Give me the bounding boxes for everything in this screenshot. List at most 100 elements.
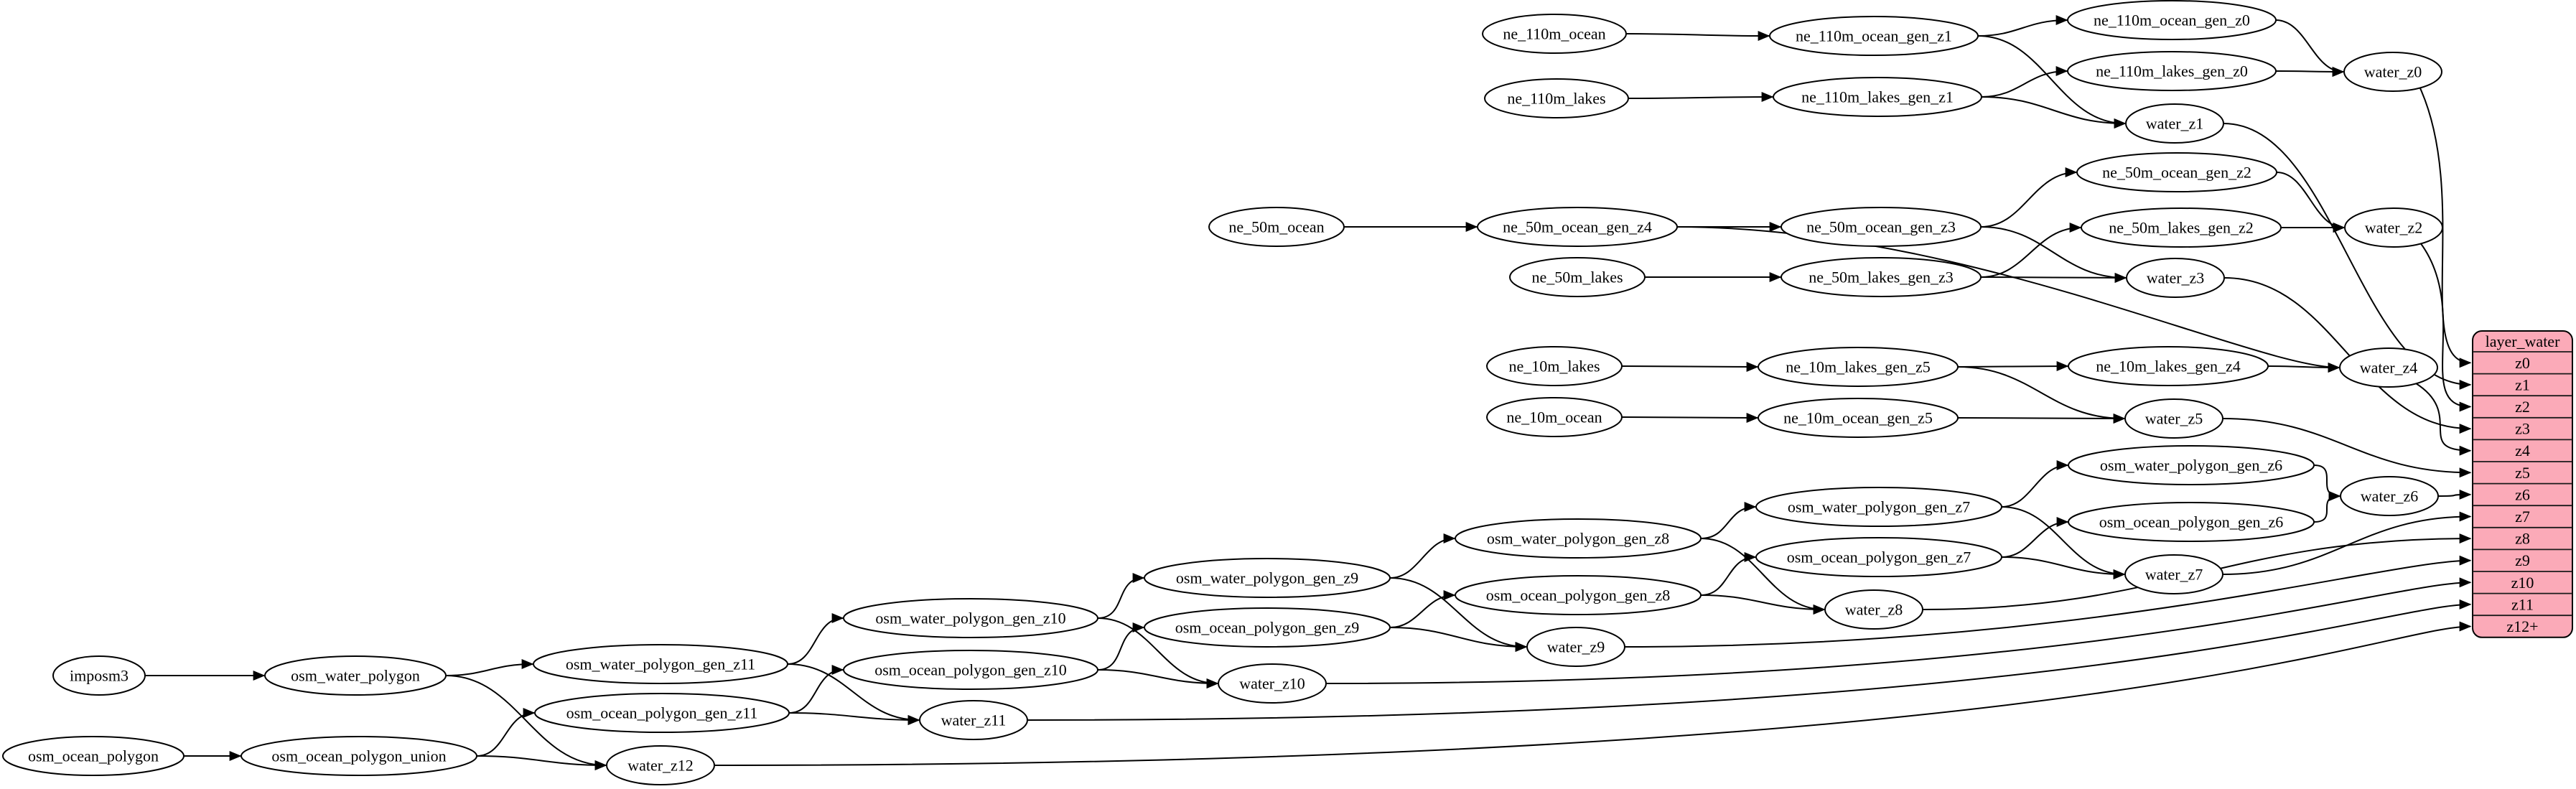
node-label-ne_50m_ocean_gen_z2: ne_50m_ocean_gen_z2 — [2102, 164, 2251, 182]
edge-osm_water_polygon_gen_z8-to-osm_water_polygon_gen_z7 — [1700, 502, 1757, 539]
node-water_z5: water_z5 — [2124, 398, 2223, 439]
node-ne_110m_ocean: ne_110m_ocean — [1482, 14, 1627, 54]
node-label-water_z0: water_z0 — [2364, 63, 2422, 81]
edge-water_z2-to-layer_water-z2 — [2419, 243, 2472, 412]
edge-ne_110m_ocean_gen_z0-to-water_z0 — [2275, 19, 2345, 77]
edge-osm_ocean_polygon_gen_z10-to-water_z10 — [1097, 669, 1219, 688]
node-osm_ocean_polygon_gen_z11: osm_ocean_polygon_gen_z11 — [534, 693, 790, 733]
node-osm_water_polygon_gen_z7: osm_water_polygon_gen_z7 — [1755, 487, 2002, 527]
node-label-osm_ocean_polygon: osm_ocean_polygon — [28, 747, 159, 765]
node-water_z7: water_z7 — [2124, 554, 2223, 594]
node-ellipse-osm_water_polygon_gen_z8 — [1455, 518, 1702, 559]
node-ellipse-ne_50m_lakes — [1509, 257, 1646, 297]
node-water_z8: water_z8 — [1824, 589, 1923, 630]
node-label-ne_110m_ocean: ne_110m_ocean — [1503, 25, 1605, 43]
node-osm_water_polygon_gen_z9: osm_water_polygon_gen_z9 — [1144, 558, 1391, 598]
edge-ne_110m_ocean_gen_z1-to-ne_110m_ocean_gen_z0 — [1977, 15, 2068, 37]
table-row-label: z1 — [2515, 375, 2530, 393]
node-label-ne_110m_lakes: ne_110m_lakes — [1507, 90, 1605, 108]
node-ellipse-ne_10m_ocean_gen_z5 — [1758, 398, 1959, 438]
node-ellipse-osm_ocean_polygon_gen_z7 — [1755, 537, 2002, 577]
node-ellipse-ne_10m_lakes_gen_z4 — [2068, 346, 2269, 386]
edge-ne_110m_lakes_gen_z1-to-ne_110m_lakes_gen_z0 — [1981, 66, 2068, 98]
node-ne_10m_ocean: ne_10m_ocean — [1486, 397, 1623, 437]
node-ellipse-ne_110m_lakes — [1484, 78, 1629, 118]
node-label-ne_10m_ocean_gen_z5: ne_10m_ocean_gen_z5 — [1783, 409, 1933, 427]
node-osm_ocean_polygon_gen_z9: osm_ocean_polygon_gen_z9 — [1144, 607, 1391, 648]
node-water_z3: water_z3 — [2126, 258, 2225, 298]
node-ellipse-water_z10 — [1218, 663, 1327, 704]
edge-ne_10m_lakes-to-ne_10m_lakes_gen_z5 — [1621, 361, 1759, 372]
node-ne_50m_ocean_gen_z4: ne_50m_ocean_gen_z4 — [1477, 207, 1678, 247]
edge-osm_water_polygon_gen_z11-to-osm_water_polygon_gen_z10 — [787, 613, 844, 665]
node-ellipse-water_z9 — [1526, 627, 1625, 667]
node-ne_10m_lakes: ne_10m_lakes — [1486, 346, 1623, 386]
edge-osm_ocean_polygon_gen_z11-to-osm_ocean_polygon_gen_z10 — [788, 665, 844, 714]
edge-osm_water_polygon_gen_z7-to-water_z7 — [2001, 506, 2126, 579]
node-ne_110m_ocean_gen_z0: ne_110m_ocean_gen_z0 — [2067, 0, 2277, 40]
node-label-osm_ocean_polygon_gen_z10: osm_ocean_polygon_gen_z10 — [874, 661, 1067, 679]
edge-osm_ocean_polygon_union-to-water_z12 — [476, 755, 607, 770]
node-label-osm_ocean_polygon_gen_z7: osm_ocean_polygon_gen_z7 — [1787, 548, 1971, 566]
edge-water_z9-to-layer_water-z9 — [1624, 555, 2472, 648]
node-label-osm_water_polygon_gen_z6: osm_water_polygon_gen_z6 — [2100, 457, 2282, 475]
node-water_z6: water_z6 — [2340, 476, 2439, 516]
table-row-label: z5 — [2515, 464, 2530, 482]
edge-ne_110m_ocean_gen_z1-to-water_z1 — [1977, 35, 2127, 129]
node-ellipse-ne_110m_lakes_gen_z1 — [1773, 77, 1982, 117]
edge-osm_ocean_polygon_gen_z9-to-water_z9 — [1389, 627, 1528, 652]
edge-osm_water_polygon_gen_z10-to-water_z10 — [1097, 617, 1219, 688]
node-label-osm_water_polygon_gen_z7: osm_water_polygon_gen_z7 — [1788, 498, 1970, 516]
table-row-label: z10 — [2511, 574, 2534, 592]
node-ellipse-ne_10m_lakes_gen_z5 — [1758, 347, 1959, 387]
node-ellipse-osm_water_polygon_gen_z11 — [533, 644, 788, 684]
node-ellipse-osm_water_polygon_gen_z9 — [1144, 558, 1391, 598]
node-label-osm_water_polygon_gen_z10: osm_water_polygon_gen_z10 — [875, 610, 1065, 627]
node-ellipse-ne_10m_ocean — [1486, 397, 1623, 437]
edge-water_z3-to-layer_water-z3 — [2223, 277, 2472, 434]
node-osm_ocean_polygon_union: osm_ocean_polygon_union — [241, 736, 477, 776]
table-row-label: z12+ — [2506, 617, 2538, 635]
node-label-imposm3: imposm3 — [70, 667, 129, 685]
node-label-water_z2: water_z2 — [2365, 219, 2423, 237]
edge-osm_ocean_polygon_gen_z11-to-water_z11 — [788, 712, 920, 725]
node-ellipse-osm_water_polygon_gen_z6 — [2068, 445, 2315, 485]
node-ellipse-osm_water_polygon_gen_z7 — [1755, 487, 2002, 527]
table-title: layer_water — [2486, 332, 2560, 350]
node-ne_50m_lakes: ne_50m_lakes — [1509, 257, 1646, 297]
node-water_z11: water_z11 — [919, 700, 1028, 740]
node-label-water_z1: water_z1 — [2146, 115, 2204, 133]
edge-osm_ocean_polygon_gen_z7-to-osm_ocean_polygon_gen_z6 — [2001, 517, 2069, 558]
node-ne_50m_ocean_gen_z2: ne_50m_ocean_gen_z2 — [2076, 152, 2277, 192]
node-label-ne_10m_lakes_gen_z5: ne_10m_lakes_gen_z5 — [1786, 358, 1931, 376]
table-layer: layer_waterz0z1z2z3z4z5z6z7z8z9z10z11z12… — [2472, 330, 2573, 638]
node-ne_10m_ocean_gen_z5: ne_10m_ocean_gen_z5 — [1758, 398, 1959, 438]
node-ellipse-osm_ocean_polygon_gen_z10 — [843, 650, 1098, 690]
node-ellipse-water_z3 — [2126, 258, 2225, 298]
edge-water_z5-to-layer_water-z5 — [2222, 418, 2472, 478]
table-row-label: z2 — [2515, 398, 2530, 416]
edge-water_z0-to-layer_water-z0 — [2419, 87, 2472, 368]
node-osm_ocean_polygon_gen_z6: osm_ocean_polygon_gen_z6 — [2068, 502, 2315, 542]
table-row-label: z11 — [2511, 595, 2534, 613]
node-osm_water_polygon_gen_z10: osm_water_polygon_gen_z10 — [843, 598, 1098, 638]
node-label-osm_water_polygon_gen_z9: osm_water_polygon_gen_z9 — [1176, 569, 1358, 587]
node-ellipse-ne_10m_lakes — [1486, 346, 1623, 386]
node-ellipse-ne_50m_lakes_gen_z3 — [1781, 257, 1982, 297]
node-label-ne_50m_lakes_gen_z2: ne_50m_lakes_gen_z2 — [2109, 219, 2254, 237]
node-ellipse-ne_110m_ocean_gen_z1 — [1769, 16, 1979, 56]
edge-water_z6-to-layer_water-z6 — [2437, 489, 2472, 500]
node-ellipse-ne_110m_ocean — [1482, 14, 1627, 54]
node-label-water_z10: water_z10 — [1239, 675, 1305, 693]
node-water_z9: water_z9 — [1526, 627, 1625, 667]
node-label-water_z5: water_z5 — [2145, 410, 2203, 428]
node-ellipse-water_z8 — [1824, 589, 1923, 630]
node-label-ne_10m_ocean: ne_10m_ocean — [1506, 408, 1602, 426]
node-label-water_z12: water_z12 — [627, 757, 694, 775]
edge-osm_water_polygon-to-osm_water_polygon_gen_z11 — [445, 659, 534, 676]
node-ellipse-water_z1 — [2125, 103, 2224, 144]
node-label-osm_ocean_polygon_union: osm_ocean_polygon_union — [271, 747, 446, 765]
edge-osm_ocean_polygon_gen_z6-to-water_z6 — [2313, 491, 2341, 523]
edge-osm_ocean_polygon_gen_z8-to-osm_ocean_polygon_gen_z7 — [1700, 552, 1757, 596]
